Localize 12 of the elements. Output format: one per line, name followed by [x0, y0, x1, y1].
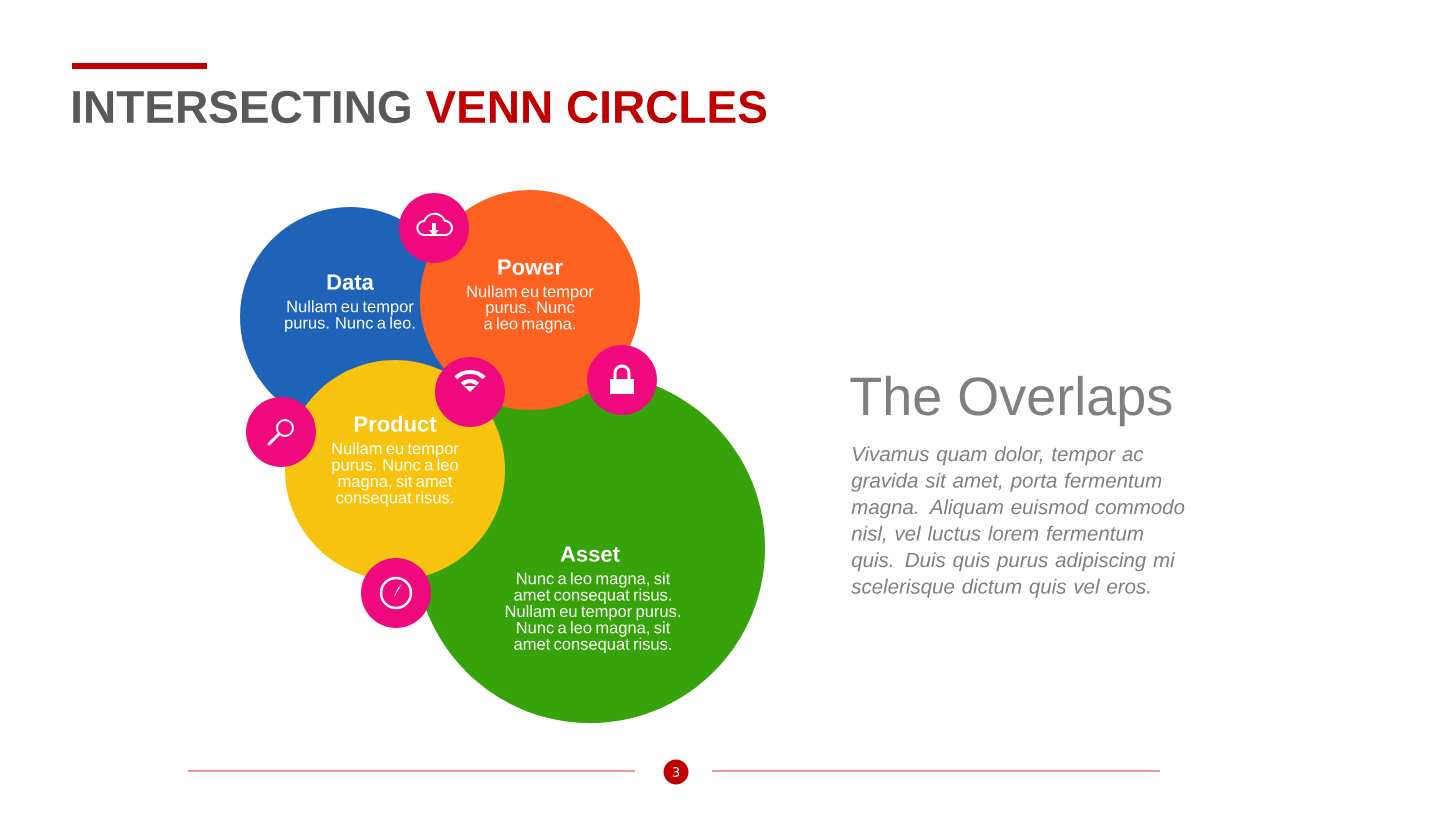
paragraph: Vivamus quam dolor, tempor ac gravida sit amet, porta fermentum magna. Aliquam euismod commodo nisl, vel luctus lorem fermentum quis. Duis quis purus adipiscing mi scelerisque dictum quis vel eros. — [851, 446, 1185, 598]
circle-heading: Asset — [560, 546, 620, 562]
slide-title: INTERSECTING VENN CIRCLES — [73, 90, 767, 124]
circle-text: Nullam eu tempor purus. Nunc a leo magna. — [467, 285, 594, 333]
circle-heading: Power — [498, 259, 563, 275]
circle-text: Nullam eu tempor purus. Nunc a leo magna, sit amet consequat risus. — [332, 442, 459, 507]
circle-heading: Product — [354, 415, 437, 432]
circle-heading: Data — [327, 274, 374, 290]
circle-text: Nunc a leo magna, sit amet consequat risus. Nullam eu tempor purus. Nunc a leo magna, sit amet consequat risus. — [505, 572, 680, 654]
circle-text: Nullam eu tempor purus. Nunc a leo. — [285, 300, 415, 332]
page-number: 3 — [663, 759, 689, 785]
section-heading: The Overlaps — [850, 375, 1172, 427]
